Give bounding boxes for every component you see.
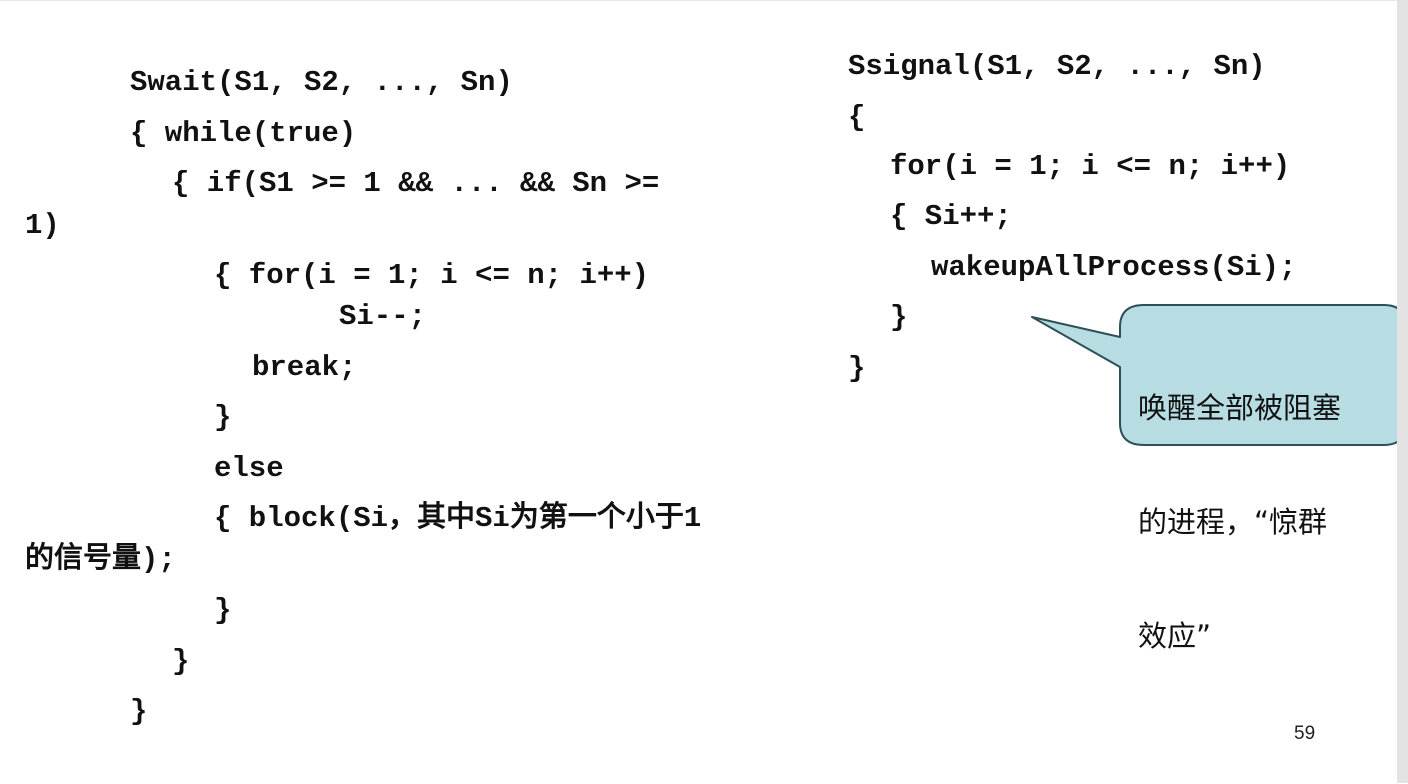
ssignal-line-4: { Si++;	[890, 200, 1012, 233]
swait-line-13: }	[172, 645, 190, 678]
swait-line-6: Si--;	[339, 300, 427, 333]
swait-line-11: 的信号量);	[25, 543, 176, 576]
scrollbar-gutter	[1397, 0, 1408, 783]
swait-line-1: Swait(S1, S2, ..., Sn)	[130, 66, 513, 99]
swait-line-9: else	[214, 452, 284, 485]
page-number: 59	[1294, 723, 1316, 744]
callout-bubble: 唤醒全部被阻塞 的进程，“惊群 效应”	[1020, 301, 1408, 653]
swait-line-5: { for(i = 1; i <= n; i++)	[214, 259, 650, 292]
callout-text-line-3: 效应”	[1138, 619, 1212, 653]
swait-line-4: 1)	[25, 209, 60, 242]
swait-line-14: }	[130, 695, 148, 728]
swait-line-7: break;	[252, 351, 357, 384]
ssignal-line-1: Ssignal(S1, S2, ..., Sn)	[848, 50, 1266, 83]
ssignal-line-2: {	[848, 101, 866, 134]
swait-line-8: }	[214, 401, 232, 434]
swait-line-12: }	[214, 594, 232, 627]
callout-text-line-1: 唤醒全部被阻塞	[1138, 391, 1342, 425]
swait-line-10: { block(Si，其中Si为第一个小于1	[214, 502, 702, 535]
callout-text-line-2: 的进程，“惊群	[1138, 505, 1328, 539]
swait-line-3: { if(S1 >= 1 && ... && Sn >=	[172, 167, 660, 200]
ssignal-line-3: for(i = 1; i <= n; i++)	[890, 150, 1291, 183]
callout-text: 唤醒全部被阻塞 的进程，“惊群 效应”	[1138, 313, 1400, 731]
ssignal-line-7: }	[848, 352, 866, 385]
ssignal-line-6: }	[890, 301, 908, 334]
ssignal-line-5: wakeupAllProcess(Si);	[931, 251, 1297, 284]
swait-line-2: { while(true)	[130, 117, 357, 150]
